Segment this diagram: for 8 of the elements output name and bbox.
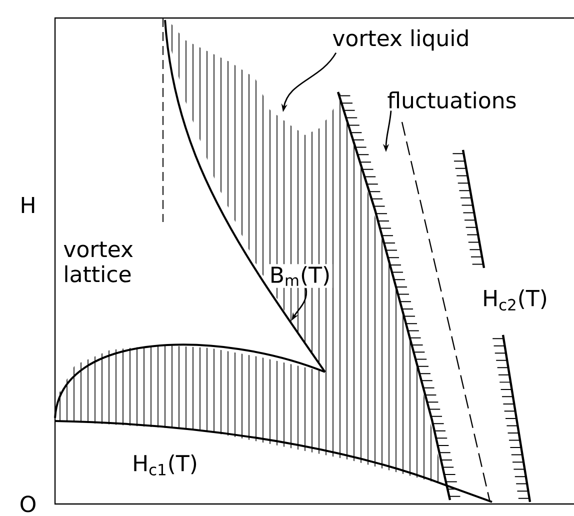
axis-label: H [22,196,34,213]
axis-label: H$_{c1}$(T) [134,454,196,476]
region-label: vortex liquid [330,27,472,53]
axis-label: vortex lattice [64,242,133,282]
region-label: B$_{m}$(T) [267,264,333,288]
axis-label: H$_{c2}$(T) [484,289,546,311]
axis-label: O [20,496,36,512]
region-label: fluctuations [385,89,519,110]
